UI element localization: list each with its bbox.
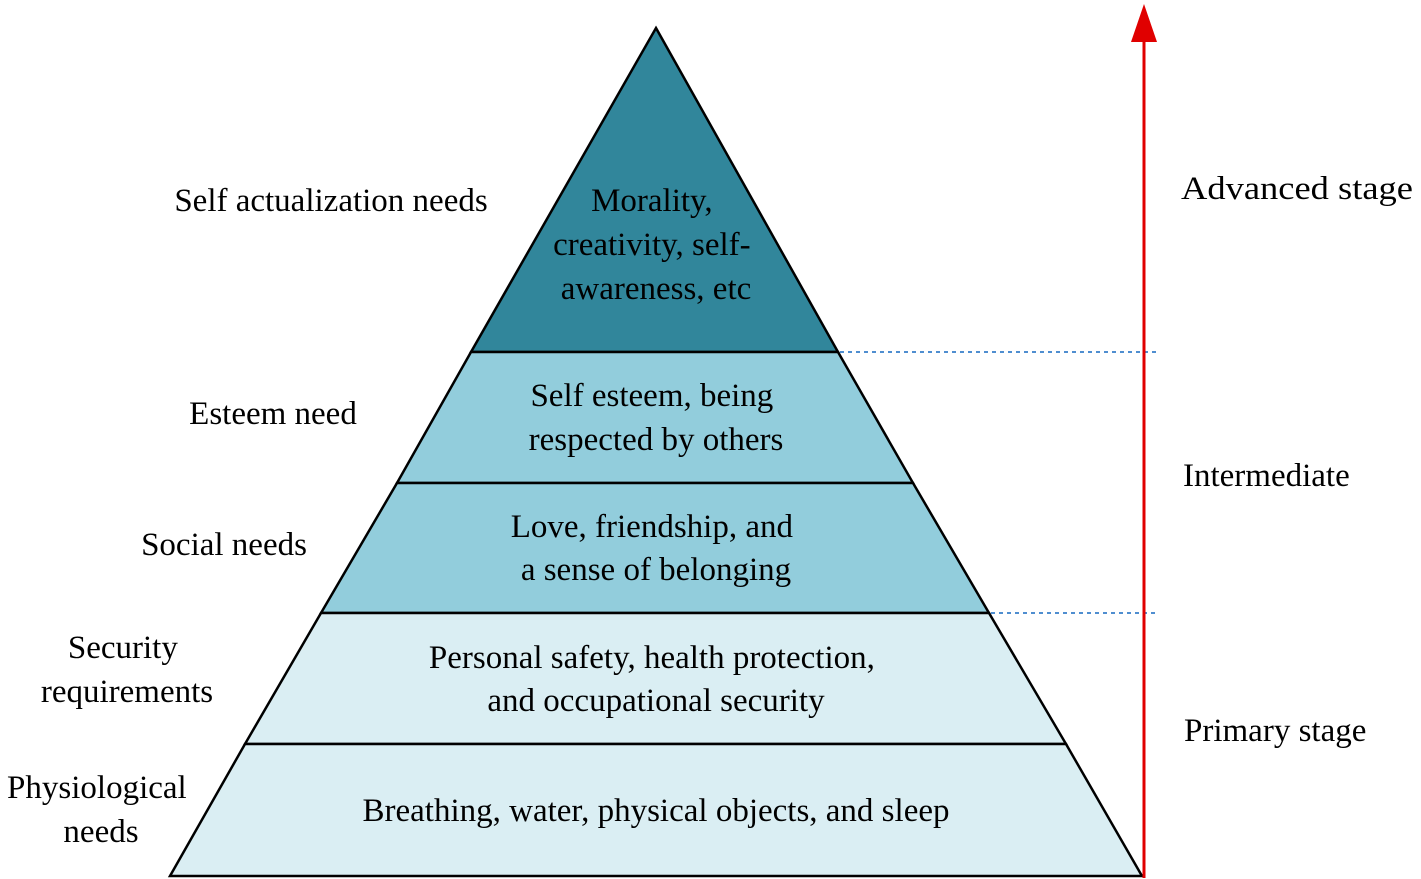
- stage-label-advanced: Advanced stage: [1181, 171, 1413, 207]
- tier-description-physiological: Breathing, water, physical objects, and …: [363, 793, 950, 829]
- progression-arrow-head-icon: [1131, 4, 1157, 42]
- pyramid-tier-security: [242, 611, 1069, 746]
- stage-label-intermediate: Intermediate: [1183, 458, 1350, 494]
- pyramid-tier-physiological: [167, 742, 1145, 878]
- tier-description-esteem: Self esteem, being respected by others: [529, 378, 784, 458]
- stage-label-primary: Primary stage: [1184, 713, 1366, 749]
- level-name-security: Security requirements: [41, 630, 213, 710]
- pyramid-tier-esteem: [394, 350, 916, 485]
- tier-description-social: Love, friendship, and a sense of belongi…: [511, 509, 802, 588]
- pyramid-tier-social: [318, 481, 992, 615]
- tier-description-security: Personal safety, health protection, and …: [429, 640, 883, 719]
- tier-description-self-actualization: Morality, creativity, self- awareness, e…: [553, 183, 759, 307]
- level-name-esteem: Esteem need: [189, 396, 357, 432]
- level-name-physiological: Physiological needs: [7, 770, 195, 850]
- level-name-social: Social needs: [141, 527, 307, 563]
- level-name-self-actualization: Self actualization needs: [174, 183, 487, 219]
